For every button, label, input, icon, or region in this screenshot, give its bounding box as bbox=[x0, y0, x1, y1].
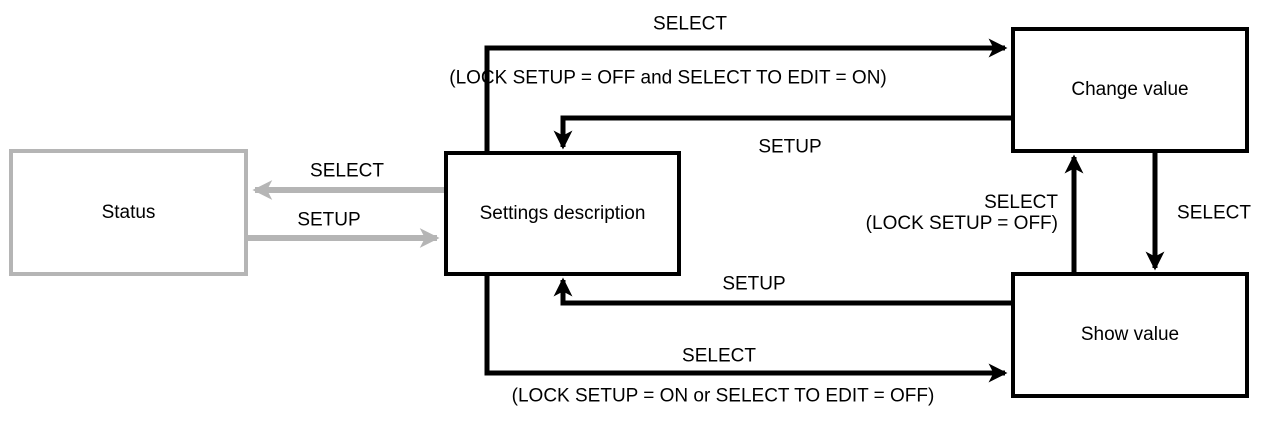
edge-label-setup-change-to-settings: SETUP bbox=[758, 136, 822, 158]
state-settings-description-label: Settings description bbox=[479, 202, 646, 224]
state-change-value-label: Change value bbox=[1071, 79, 1189, 100]
state-settings-description: Settings description bbox=[444, 151, 681, 276]
state-show-value-label: Show value bbox=[1080, 324, 1180, 345]
edge-label-select-show-to-change-line1: SELECT bbox=[984, 192, 1058, 213]
edge-condition-settings-to-show: (LOCK SETUP = ON or SELECT TO EDIT = OFF… bbox=[511, 385, 935, 407]
state-status: Status bbox=[9, 149, 248, 276]
edge-setup-change-to-settings bbox=[553, 115, 1011, 150]
edge-label-select-settings-to-change: SELECT bbox=[653, 13, 727, 35]
edge-condition-settings-to-change: (LOCK SETUP = OFF and SELECT TO EDIT = O… bbox=[449, 67, 887, 89]
edge-label-setup-status-to-settings: SETUP bbox=[297, 209, 361, 231]
edge-condition-show-to-change: (LOCK SETUP = OFF) bbox=[865, 213, 1058, 234]
state-show-value: Show value bbox=[1011, 272, 1249, 398]
edge-setup-show-to-settings bbox=[553, 277, 1011, 306]
state-change-value: Change value bbox=[1011, 27, 1249, 153]
edge-select-settings-to-change bbox=[484, 38, 1008, 152]
edge-select-settings-to-show bbox=[484, 276, 1008, 383]
edge-label-setup-show-to-settings: SETUP bbox=[722, 273, 786, 295]
edge-label-select-change-to-show: SELECT bbox=[1177, 202, 1251, 224]
state-status-label: Status bbox=[101, 201, 156, 223]
edge-label-select-show-to-change: SELECT (LOCK SETUP = OFF) bbox=[866, 192, 1058, 234]
edge-label-select-settings-to-show: SELECT bbox=[682, 345, 756, 367]
edge-label-select-settings-to-status: SELECT bbox=[310, 160, 384, 182]
